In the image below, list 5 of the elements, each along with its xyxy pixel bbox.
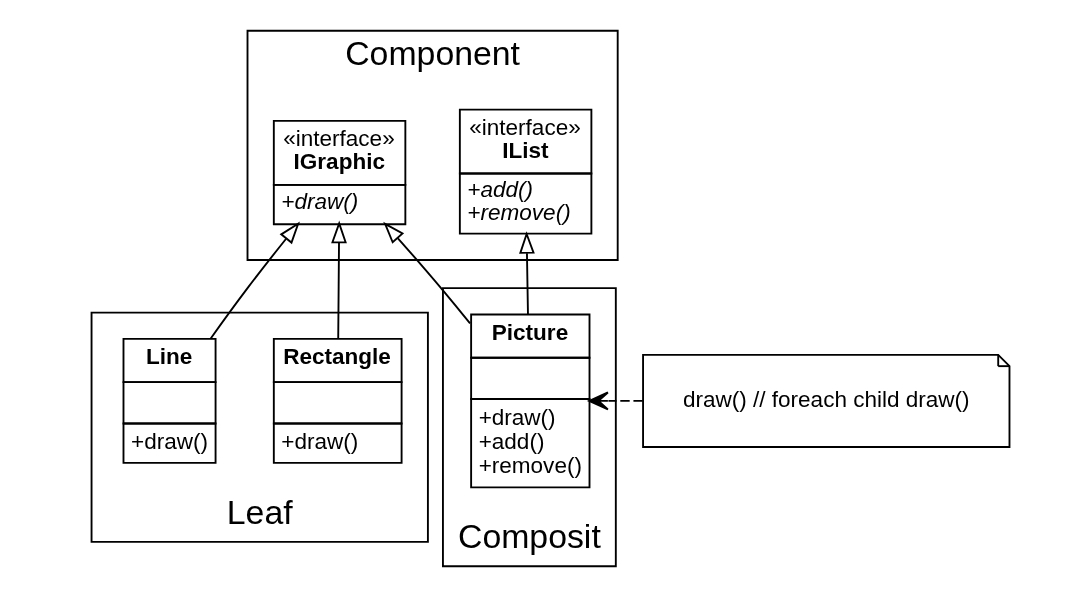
arrow <box>588 391 644 411</box>
arrow <box>209 221 300 340</box>
arrow <box>331 220 347 340</box>
arrow <box>519 231 535 316</box>
arrow <box>383 221 471 325</box>
